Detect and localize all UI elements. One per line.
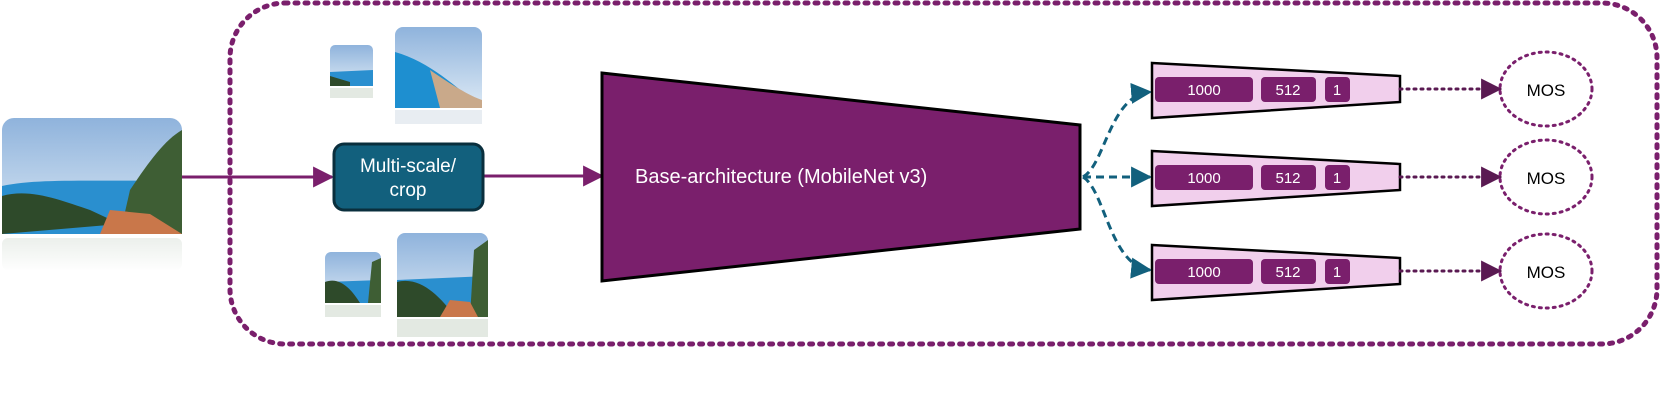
regression-head: 1000 512 1 MOS: [1150, 50, 1594, 128]
crop-box-label-line1: Multi-scale/: [360, 156, 457, 177]
mos-output: [1498, 232, 1594, 310]
mos-output: [1498, 50, 1594, 128]
head-layer-label: 512: [1275, 82, 1300, 99]
crop-box-label-line2: crop: [390, 180, 427, 201]
mos-output: [1498, 138, 1594, 216]
input-photo: [2, 118, 182, 272]
head-layer-512: [1261, 165, 1316, 190]
head-layer-1000: [1155, 165, 1253, 190]
head-layer-1: [1325, 259, 1350, 284]
crop-photo-large-top: [395, 27, 482, 124]
mos-label: MOS: [1527, 81, 1566, 100]
head-layer-1000: [1155, 259, 1253, 284]
regression-head: 1000 512 1 MOS: [1150, 232, 1594, 310]
crop-photo-small-bottom: [325, 252, 381, 317]
head-layer-label: 1: [1333, 82, 1341, 99]
head-layer-1000: [1155, 77, 1253, 102]
head-layer-512: [1261, 77, 1316, 102]
head-layer-512: [1261, 259, 1316, 284]
head-layer-label: 512: [1275, 264, 1300, 281]
backbone-block: [600, 71, 1082, 283]
regression-head: 1000 512 1 MOS: [1150, 138, 1594, 216]
mos-label: MOS: [1527, 169, 1566, 188]
crop-photo-small-top: [330, 45, 373, 98]
head-layer-label: 512: [1275, 170, 1300, 187]
head-layer-1: [1325, 77, 1350, 102]
multi-scale-crop-box: [332, 142, 485, 212]
head-layer-label: 1000: [1187, 170, 1220, 187]
head-layer-label: 1000: [1187, 264, 1220, 281]
mos-label: MOS: [1527, 263, 1566, 282]
crop-photo-large-bottom: [397, 233, 488, 337]
head-layer-label: 1000: [1187, 82, 1220, 99]
backbone-label: Base-architecture (MobileNet v3): [635, 166, 927, 188]
model-container: [227, 0, 1660, 347]
head-layer-label: 1: [1333, 170, 1341, 187]
head-layer-label: 1: [1333, 264, 1341, 281]
head-layer-1: [1325, 165, 1350, 190]
branch-arrow-top: [1082, 82, 1153, 179]
branch-arrow-bottom: [1082, 175, 1153, 279]
